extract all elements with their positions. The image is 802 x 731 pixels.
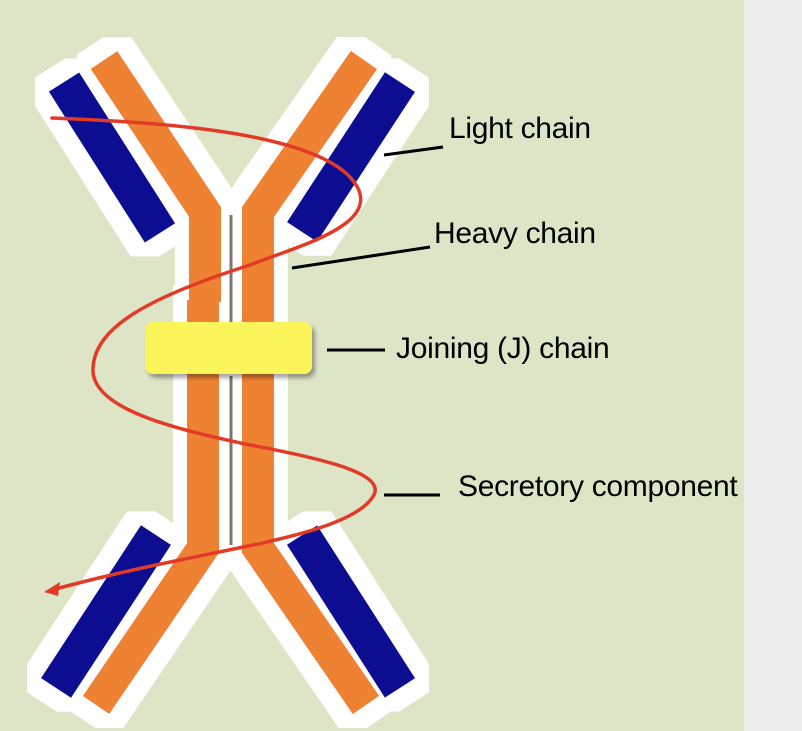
secretory-component-label: Secretory component — [458, 470, 738, 503]
secretory-arrowhead — [44, 582, 60, 596]
heavy-chain-top-left — [90, 51, 221, 302]
heavy-chain-bottom-right — [242, 392, 380, 715]
light-chain-top-right — [286, 72, 416, 242]
light-chain-bottom-left — [40, 525, 172, 698]
heavy-chain-label: Heavy chain — [434, 217, 596, 250]
heavy-chain-top-right — [242, 50, 378, 302]
light-chain-leader — [383, 145, 444, 157]
light-chain-top-left — [48, 72, 176, 243]
secretory-component-strand — [50, 116, 377, 592]
heavy-chain-bottom-left — [82, 392, 219, 715]
j-chain-block — [145, 322, 312, 374]
heavy-chain-leader — [291, 245, 431, 270]
light-chain-label: Light chain — [449, 112, 591, 145]
j-chain-label: Joining (J) chain — [396, 332, 609, 365]
light-chain-bottom-right — [286, 525, 416, 698]
